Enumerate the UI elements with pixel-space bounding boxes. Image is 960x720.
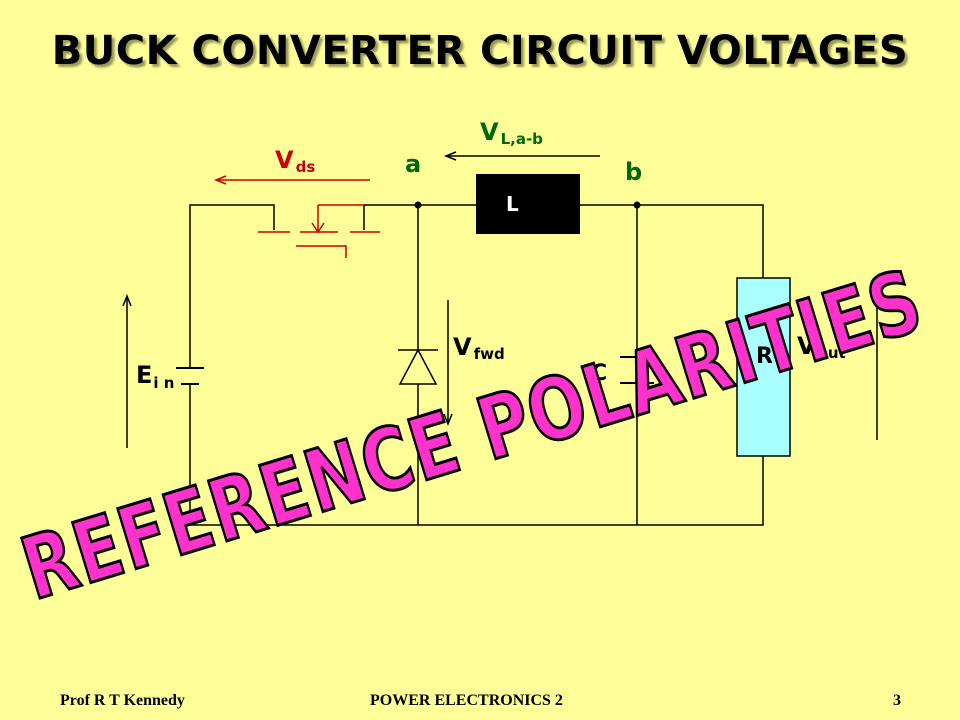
vfwd-label-sub: fwd [474, 345, 505, 363]
inductor-label: L [506, 192, 519, 216]
node-b-label: b [625, 158, 642, 186]
vout-label-main: V [797, 332, 816, 360]
ein-label: Ei n [136, 361, 174, 392]
diode-symbol [398, 348, 438, 385]
vds-label-sub: ds [296, 158, 316, 176]
vds-label-main: V [275, 146, 294, 174]
resistor-label: R [756, 344, 773, 369]
resistor-symbol [736, 277, 791, 457]
vout-label-sub: out [818, 344, 846, 362]
ein-label-main: E [136, 361, 152, 389]
capacitor-symbol [620, 356, 654, 384]
ein-label-sub: i n [153, 374, 174, 392]
node-a-dot [414, 201, 422, 209]
footer-author: Prof R T Kennedy [60, 692, 185, 709]
mosfet-switch-symbol [258, 204, 380, 258]
inductor-symbol [476, 174, 580, 234]
vlab-label-sub: L,a-b [501, 130, 544, 148]
node-b-dot [633, 201, 641, 209]
vfwd-label-main: V [453, 333, 472, 361]
vds-arrow [213, 175, 370, 185]
vlab-label-main: V [480, 118, 499, 146]
vfwd-arrow [443, 300, 453, 427]
vout-arrow [872, 285, 882, 440]
ein-arrow [122, 293, 132, 448]
capacitor-label: C [591, 361, 607, 386]
dc-source-symbol [176, 367, 204, 385]
vlab-arrow [443, 151, 600, 161]
footer-page-number: 3 [893, 692, 901, 709]
footer-course: POWER ELECTRONICS 2 [370, 692, 563, 709]
slide-title: BUCK CONVERTER CIRCUIT VOLTAGES [51, 28, 909, 74]
node-a-label: a [405, 150, 421, 178]
wiring [189, 204, 764, 526]
